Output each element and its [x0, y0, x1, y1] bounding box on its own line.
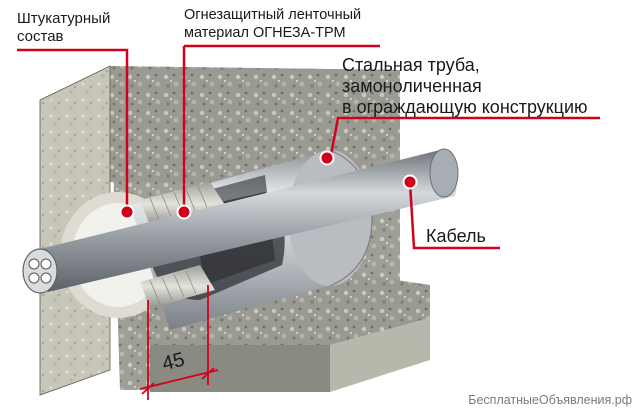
cable	[22, 148, 459, 294]
leader-plaster	[17, 48, 129, 212]
leader-pipe	[328, 116, 600, 161]
label-plaster-compound: Штукатурный состав	[17, 10, 110, 46]
leader-cable	[408, 182, 500, 250]
wall-bottom-front	[150, 345, 330, 392]
fireproof-tape	[140, 182, 225, 308]
label-steel-pipe: Стальная труба, замоноличенная в огражда…	[342, 55, 588, 118]
label-fireproof-line-1: Огнезащитный ленточный	[184, 7, 362, 23]
leader-lines	[17, 44, 600, 250]
label-fireproof-tape: Огнезащитный ленточный материал ОГНЕЗА-Т…	[184, 6, 361, 42]
watermark: БесплатныеОбъявления.рф	[468, 393, 632, 407]
label-cable: Кабель	[426, 226, 486, 246]
dimension-45	[139, 285, 219, 400]
cable-end-face	[22, 248, 58, 294]
label-plaster-line-2: состав	[17, 28, 64, 45]
dot-plaster	[119, 204, 135, 220]
label-pipe-line-2: замоноличенная	[342, 76, 482, 96]
dot-pipe	[319, 150, 335, 166]
dot-fireproof	[176, 204, 192, 220]
label-pipe-line-3: в ограждающую конструкцию	[342, 97, 588, 117]
label-fireproof-line-2: материал ОГНЕЗА-ТРМ	[184, 25, 346, 41]
leader-dots	[119, 150, 418, 220]
label-pipe-line-1: Стальная труба,	[342, 55, 480, 75]
dot-cable	[402, 174, 418, 190]
label-plaster-line-1: Штукатурный	[17, 10, 111, 27]
wall-bottom-side	[330, 318, 430, 392]
